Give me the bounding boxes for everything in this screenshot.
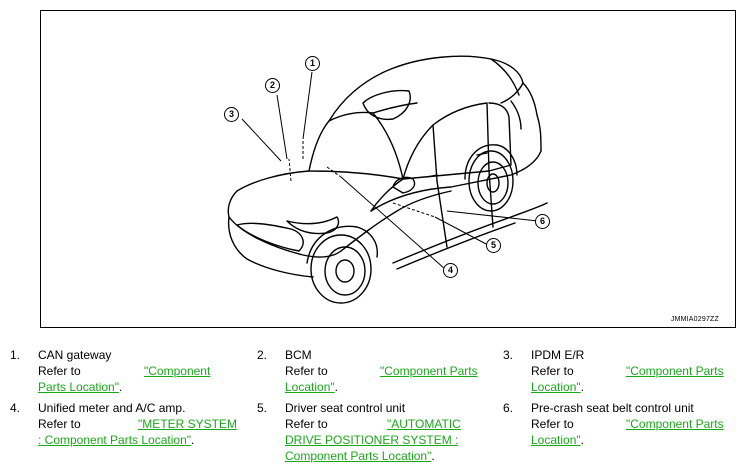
item-number: 1.	[10, 348, 21, 362]
ref-prefix: Refer to	[38, 417, 81, 431]
meter-system-link[interactable]: : Component Parts Location"	[38, 433, 192, 447]
item-number: 5.	[257, 401, 268, 415]
list-item-bcm: BCM Refer to"Component Parts Location".	[285, 347, 490, 395]
ref-prefix: Refer to	[285, 364, 328, 378]
callout-2: 2	[265, 78, 280, 93]
list-item-driver-seat-control-unit: Driver seat control unit Refer to "AUTOMA…	[285, 400, 495, 464]
figure-id: JMMIA0297ZZ	[670, 316, 719, 323]
ref-prefix: Refer to	[531, 417, 574, 431]
callout-4: 4	[443, 263, 458, 278]
item-number: 4.	[10, 401, 21, 415]
ref-prefix: Refer to	[285, 417, 328, 431]
item-title: Pre-crash seat belt control unit	[531, 401, 694, 415]
component-parts-location-link[interactable]: Location"	[531, 380, 581, 394]
item-number: 6.	[503, 401, 514, 415]
component-parts-location-link[interactable]: Location"	[285, 380, 335, 394]
list-item-unified-meter: Unified meter and A/C amp. Refer to "METE…	[38, 400, 248, 448]
item-title: Driver seat control unit	[285, 401, 406, 415]
ref-prefix: Refer to	[38, 364, 81, 378]
automatic-drive-positioner-link[interactable]: "AUTOMATIC	[387, 417, 461, 431]
item-title: CAN gateway	[38, 348, 112, 362]
ref-prefix: Refer to	[531, 364, 574, 378]
item-number: 2.	[257, 348, 268, 362]
component-location-figure: 1 2 3 4 5 6 JMMIA0297ZZ	[40, 10, 736, 328]
callout-1: 1	[305, 56, 320, 71]
list-item-can-gateway: CAN gateway Refer to "Component Parts Loc…	[38, 347, 243, 395]
item-title: BCM	[285, 348, 312, 362]
component-parts-location-link[interactable]: "Component Parts	[380, 364, 478, 378]
automatic-drive-positioner-link[interactable]: DRIVE POSITIONER SYSTEM :	[285, 433, 459, 447]
item-title: Unified meter and A/C amp.	[38, 401, 186, 415]
item-number: 3.	[503, 348, 514, 362]
item-title: IPDM E/R	[531, 348, 585, 362]
list-item-ipdm-er: IPDM E/R Refer to "Component Parts Locati…	[531, 347, 745, 395]
component-parts-location-link[interactable]: Location"	[531, 433, 581, 447]
automatic-drive-positioner-link[interactable]: Component Parts Location"	[285, 449, 432, 463]
callout-3: 3	[224, 107, 239, 122]
meter-system-link[interactable]: "METER SYSTEM	[138, 417, 237, 431]
component-parts-location-link[interactable]: Parts Location"	[38, 380, 119, 394]
component-parts-location-link[interactable]: "Component Parts	[626, 417, 724, 431]
callout-6: 6	[535, 214, 550, 229]
callout-5: 5	[486, 238, 501, 253]
list-item-pre-crash-seat-belt-control-unit: Pre-crash seat belt control unit Refer t…	[531, 400, 745, 448]
component-parts-location-link[interactable]: "Component	[144, 364, 211, 378]
component-parts-location-link[interactable]: "Component Parts	[626, 364, 724, 378]
vehicle-illustration	[227, 55, 548, 304]
